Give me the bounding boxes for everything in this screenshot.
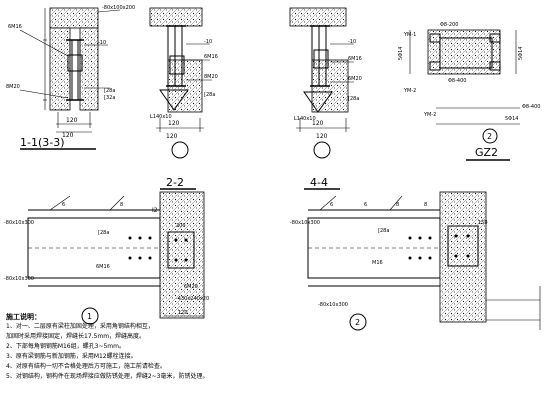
bolt-label: 6M20: [184, 284, 198, 290]
plate-label: -80x10x300: [4, 220, 34, 226]
section-title: GZ2: [475, 146, 498, 159]
ym-label: YM-2: [423, 112, 436, 118]
detail-number: 2: [355, 318, 360, 327]
section-2-2: 120 120 -10 6M16 8M20 [28a L140x10 2-2: [149, 7, 218, 190]
plate-label: -80x10x300: [318, 302, 348, 308]
plate-label: -430x240x20: [176, 296, 209, 302]
dim-label: 200: [176, 223, 186, 229]
channel-label: [28a: [378, 228, 389, 234]
bolt-label: 8M20: [204, 74, 218, 80]
dim-120: 120: [316, 133, 328, 140]
ym-label: YM-2: [403, 88, 416, 94]
dim-120: 120: [66, 117, 78, 124]
note-line: 加固时采用焊接固定，焊缝长17.5mm，焊缝高度。: [6, 333, 146, 340]
plate-label: -10: [98, 40, 106, 46]
dim-label: 5Φ14: [398, 47, 404, 60]
weld-label: 8: [396, 202, 399, 208]
plate-label: -80x100x200: [102, 5, 135, 11]
note-line: 1、对一、二层原有梁柱加固处理，采用角钢结构相互，: [6, 323, 154, 330]
note-line: 3、原有梁钢筋与新加钢筋，采用M12螺栓连接。: [6, 353, 137, 360]
section-marker: [171, 141, 189, 159]
plate-label: -10: [348, 39, 356, 45]
bolt-label: 6M16: [96, 264, 110, 270]
note-line: 5、对钢结构，钢构件在现场焊接应做防锈处理，焊缝2~3毫米，防锈处理。: [6, 373, 209, 380]
rebar-label: Φ8-400: [522, 104, 540, 110]
section-title: 2-2: [166, 176, 184, 189]
note-line: 4、对原有结构一切不合格处理后方可施工，施工前请检查。: [6, 363, 166, 370]
dim-label: 5Φ14: [518, 47, 524, 60]
i-label: I2: [152, 207, 158, 214]
weld-label: 6: [330, 202, 333, 208]
bolt-label: 6M20: [348, 76, 362, 82]
channel-label: [32a: [104, 95, 115, 101]
dim-label: 150: [478, 220, 488, 226]
dim-120: 120: [166, 133, 178, 140]
angle-label: L140x10: [150, 114, 172, 120]
plate-label: -80x10x300: [4, 276, 34, 282]
detail-1: [28a 6M16 6M20 -430x240x20 -80x10x300 -8…: [4, 191, 209, 325]
detail-circle: [81, 307, 99, 325]
detail-2: [28a M16 -80x10x300 -80x10x300 150 6 8 6…: [290, 191, 541, 331]
note-label: 8M20: [6, 84, 20, 90]
dim-120: 120: [178, 310, 188, 316]
weld-label: 8: [120, 202, 123, 208]
dim-120: 120: [312, 120, 324, 127]
angle-label: L140x10: [294, 116, 316, 122]
detail-number: 2: [487, 132, 492, 141]
bolt-label: 6M16: [204, 54, 218, 60]
bolt-label: M16: [372, 260, 383, 266]
plate-label: -80x10x300: [290, 220, 320, 226]
detail-circle: [482, 128, 498, 144]
weld-label: 8: [424, 202, 427, 208]
channel-label: [28a: [104, 88, 115, 94]
plate-label: -10: [204, 39, 212, 45]
dim-label: 5Φ14: [505, 116, 518, 122]
note-label: 6M16: [8, 24, 22, 30]
dim-120: 120: [168, 120, 180, 127]
rebar-label: Φ8-400: [448, 78, 466, 84]
detail-number: 1: [87, 312, 92, 321]
section-title: 4-4: [310, 176, 328, 189]
section-marker: [313, 141, 331, 159]
weld-label: 6: [62, 202, 65, 208]
notes-title: 施工说明：: [6, 313, 41, 321]
bolt-label: 6M16: [348, 56, 362, 62]
channel-label: [28a: [204, 92, 215, 98]
section-title: 1-1(3-3): [20, 136, 65, 149]
rebar-label: Φ8-200: [440, 22, 458, 28]
construction-notes: 施工说明： 1、对一、二层原有梁柱加固处理，采用角钢结构相互， 加固时采用焊接固…: [6, 312, 306, 382]
detail-circle: [349, 313, 367, 331]
dim-120: 120: [62, 132, 74, 139]
channel-label: [28a: [98, 230, 109, 236]
ym-label: YM-1: [403, 32, 416, 38]
section-4-4: 120 120 -10 6M16 6M20 [28a L140x10 4-4: [289, 7, 362, 190]
gz2-detail: 5Φ14 5Φ14 Φ8-200 Φ8-400 YM-2 Φ8-400 YM-2…: [398, 22, 540, 161]
section-1-1: 120 120 -80x100x200 -10 [28a [32a 6M16 8…: [6, 5, 135, 150]
channel-label: [28a: [348, 96, 359, 102]
note-line: 2、下部每角钢钢筋M16组，螺孔3~5mm。: [6, 343, 125, 350]
weld-label: 6: [364, 202, 367, 208]
